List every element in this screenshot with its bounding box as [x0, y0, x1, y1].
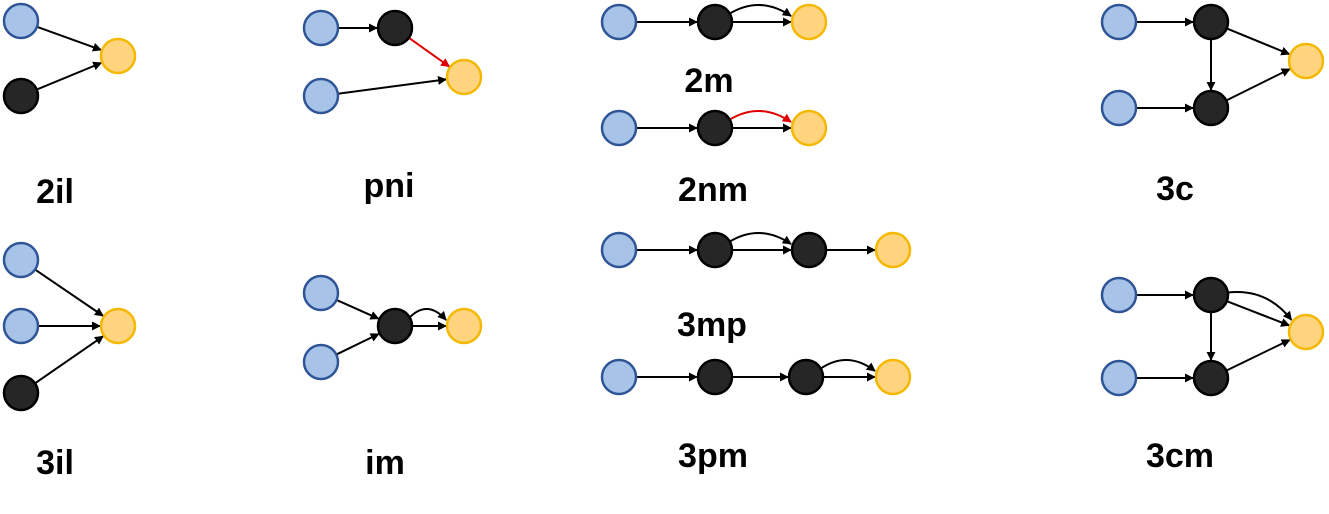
node-im-o-output: [445, 307, 483, 345]
node-3cm-b-input: [1100, 359, 1138, 397]
motif-label-3il: 3il: [36, 444, 74, 482]
edge-2il-b-o: [36, 61, 103, 91]
motif-label-2il: 2il: [36, 173, 74, 211]
motif-label-im: im: [365, 444, 405, 482]
motif-2nm-nodes: [600, 109, 828, 147]
edge-2m-h-o-curved: [728, 4, 792, 17]
edge-im-b-h: [335, 332, 380, 356]
edges-layer: [34, 4, 1293, 385]
motif-label-pni: pni: [364, 167, 415, 205]
motif-3il: [34, 268, 104, 385]
node-im-a-input: [302, 274, 340, 312]
node-3c-b-input: [1100, 89, 1138, 127]
edge-3il-a-o: [34, 268, 104, 317]
motif-3il-nodes: [2, 241, 137, 412]
node-2nm-o-output: [790, 109, 828, 147]
node-2il-a-input: [2, 2, 40, 40]
edge-pni-b-o: [337, 75, 448, 95]
motif-3cm: [1136, 290, 1293, 383]
node-3pm-o-output: [874, 358, 912, 396]
motif-2m: [636, 4, 792, 27]
motif-label-3cm: 3cm: [1146, 437, 1214, 475]
edge-3pm-h2-o-curved: [819, 359, 876, 372]
node-2m-o-output: [790, 3, 828, 41]
edge-im-h-o-curved: [408, 308, 447, 321]
edge-3mp-h1-h2-curved: [728, 232, 792, 245]
motif-3c-nodes: [1100, 3, 1325, 127]
node-pni-a-input: [302, 9, 340, 47]
motif-2il-nodes: [2, 2, 137, 115]
edge-3cm-h1-o: [1226, 300, 1291, 327]
node-3il-o-output: [99, 307, 137, 345]
node-im-b-input: [302, 343, 340, 381]
motif-label-3mp: 3mp: [677, 306, 747, 344]
node-pni-h-hidden: [376, 9, 414, 47]
node-3pm-h1-hidden: [696, 358, 734, 396]
node-3pm-h2-hidden: [787, 358, 825, 396]
node-2nm-h-hidden: [696, 109, 734, 147]
node-2nm-a-input: [600, 109, 638, 147]
motif-label-2m: 2m: [684, 62, 733, 100]
node-2m-a-input: [600, 3, 638, 41]
node-3cm-h1-hidden: [1192, 276, 1230, 314]
node-2il-b-hidden: [2, 77, 40, 115]
motif-3pm-nodes: [600, 358, 912, 396]
edge-2il-a-o: [36, 25, 102, 52]
node-pni-b-input: [302, 77, 340, 115]
node-3il-c-hidden: [2, 374, 40, 412]
motif-label-3c: 3c: [1156, 170, 1194, 208]
node-pni-o-output: [445, 58, 483, 96]
node-3il-b-input: [2, 307, 40, 345]
node-2m-h-hidden: [696, 3, 734, 41]
node-3c-h1-hidden: [1192, 3, 1230, 41]
node-3mp-o-output: [874, 231, 912, 269]
node-3c-a-input: [1100, 3, 1138, 41]
edge-3cm-h1-o-curved: [1226, 290, 1293, 321]
motif-im: [335, 299, 447, 356]
node-3c-o-output: [1287, 42, 1325, 80]
motif-2nm: [636, 110, 792, 133]
motif-3mp-nodes: [600, 231, 912, 269]
edge-3c-h1-o: [1226, 27, 1291, 56]
nodes-layer: [2, 2, 1325, 412]
edge-3c-h2-o: [1225, 68, 1291, 102]
edge-2nm-h-o-curved: [728, 110, 792, 123]
edge-3cm-h2-o: [1225, 338, 1291, 372]
motif-3c: [1136, 17, 1291, 113]
node-3cm-o-output: [1287, 313, 1325, 351]
node-3mp-h2-hidden: [790, 231, 828, 269]
node-3cm-a-input: [1100, 276, 1138, 314]
node-3mp-h1-hidden: [696, 231, 734, 269]
motif-pni-nodes: [302, 9, 483, 115]
motif-label-2nm: 2nm: [678, 171, 748, 209]
node-2il-o-output: [99, 37, 137, 75]
node-3cm-h2-hidden: [1192, 359, 1230, 397]
edge-pni-h-o: [408, 37, 451, 68]
motif-pni: [337, 23, 451, 95]
motif-3cm-nodes: [1100, 276, 1325, 397]
node-im-h-hidden: [376, 307, 414, 345]
motif-2il: [36, 25, 103, 91]
node-3mp-a-input: [600, 231, 638, 269]
motif-3pm: [636, 359, 876, 382]
edge-3il-c-o: [34, 335, 104, 385]
node-3c-h2-hidden: [1192, 89, 1230, 127]
node-3il-a-input: [2, 241, 40, 279]
edge-im-a-h: [336, 299, 380, 320]
motif-2m-nodes: [600, 3, 828, 41]
motif-3mp: [636, 232, 876, 255]
motif-label-3pm: 3pm: [678, 437, 748, 475]
motif-im-nodes: [302, 274, 483, 381]
node-3pm-a-input: [600, 358, 638, 396]
